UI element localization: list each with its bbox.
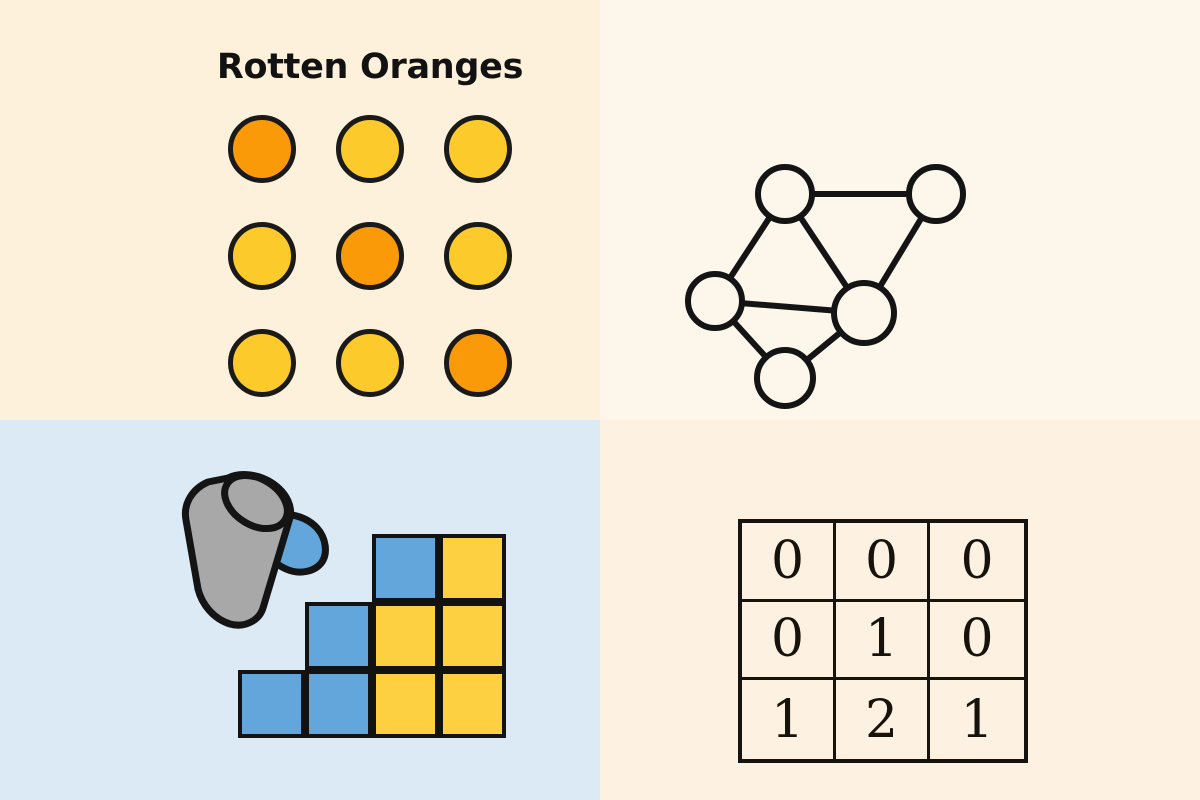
orange-dot-rotten-icon	[228, 115, 296, 183]
graph-node-d[interactable]	[831, 280, 897, 346]
orange-dot-fresh-icon	[444, 115, 512, 183]
flood-cell-r1c1[interactable]	[305, 602, 372, 670]
flood-cell-r0c2[interactable]	[372, 534, 439, 602]
orange-dot-fresh-icon	[336, 329, 404, 397]
flood-cell-r1c2[interactable]	[372, 602, 439, 670]
orange-dot-rotten-icon	[336, 222, 404, 290]
flood-cell-r0c3[interactable]	[439, 534, 506, 602]
orange-dot-fresh-icon	[228, 222, 296, 290]
bucket-rim-icon	[221, 471, 291, 533]
graph-edges	[712, 191, 939, 381]
orange-dot-fresh-icon	[336, 115, 404, 183]
matrix-cell-r1c1[interactable]: 1	[836, 601, 930, 681]
panel-cycle-detection: Cycle Detection in Undirected Graph (BFS…	[600, 0, 1200, 420]
orange-cell-r1c2	[444, 222, 512, 290]
matrix-cell-r1c2[interactable]: 0	[930, 602, 1024, 681]
orange-cell-r2c0	[228, 329, 296, 397]
undirected-graph-diagram	[685, 164, 966, 409]
matrix-cell-r0c0[interactable]: 0	[742, 523, 836, 602]
orange-cell-r1c0	[228, 222, 296, 290]
orange-cell-r1c1	[336, 222, 404, 290]
flood-fill-grid	[238, 534, 506, 738]
orange-cell-r0c0	[228, 115, 296, 183]
graph-node-a[interactable]	[755, 164, 815, 224]
flood-cell-r2c2[interactable]	[372, 670, 439, 738]
graph-node-e[interactable]	[754, 347, 816, 409]
paint-bucket-icon	[181, 471, 329, 629]
matrix-cell-r0c2[interactable]: 0	[930, 523, 1024, 602]
graph-node-b[interactable]	[906, 164, 966, 224]
graph-nodes	[685, 164, 966, 409]
panel-zero-one-matrix: 0/1 Matrix	[600, 420, 1200, 800]
flood-cell-r2c1[interactable]	[305, 670, 372, 738]
orange-dot-rotten-icon	[444, 329, 512, 397]
orange-dot-fresh-icon	[228, 329, 296, 397]
page-title-rotten-oranges: Rotten Oranges	[216, 47, 524, 87]
graph-node-c[interactable]	[685, 271, 745, 331]
matrix-cell-r2c0[interactable]: 1	[742, 680, 836, 759]
flood-cell-r2c3[interactable]	[439, 670, 506, 738]
matrix-cell-r2c1[interactable]: 2	[836, 680, 930, 759]
orange-cell-r0c1	[336, 115, 404, 183]
orange-dot-fresh-icon	[444, 222, 512, 290]
orange-grid	[228, 115, 513, 400]
orange-cell-r2c1	[336, 329, 404, 397]
flood-cell-r1c3[interactable]	[439, 602, 506, 670]
flood-cell-r2c0[interactable]	[238, 670, 305, 738]
matrix-cell-r2c2[interactable]: 1	[960, 689, 994, 750]
matrix-cell-r1c0[interactable]: 0	[742, 601, 836, 681]
orange-cell-r2c2	[444, 329, 512, 397]
zero-one-matrix-grid: 0 0 0 0 1 0 1 2 1	[738, 519, 1028, 763]
matrix-cell-r0c1[interactable]: 0	[836, 523, 930, 602]
panel-rotten-oranges: Rotten Oranges	[0, 0, 600, 420]
orange-cell-r0c2	[444, 115, 512, 183]
